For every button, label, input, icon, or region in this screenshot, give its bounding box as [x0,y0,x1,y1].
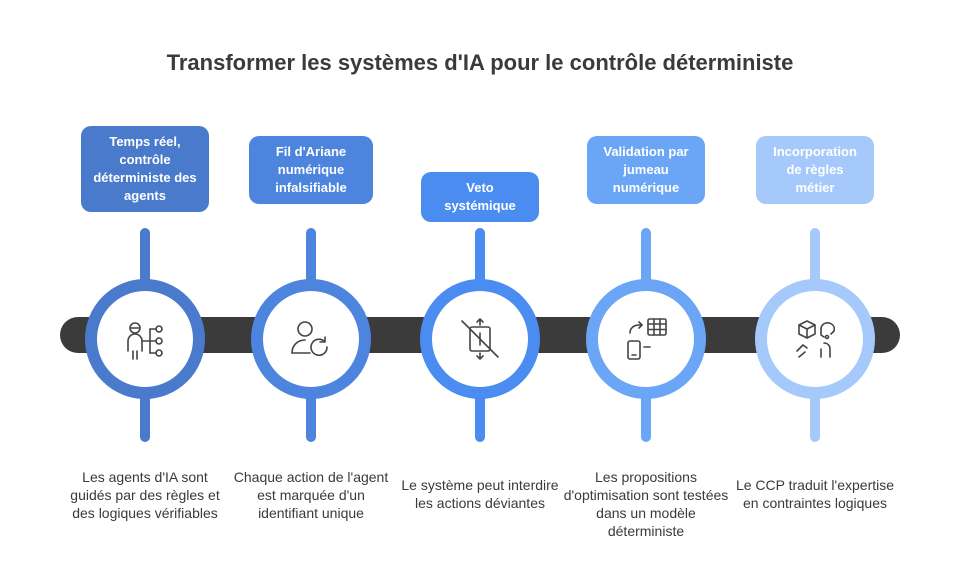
step-description: Les agents d'IA sont guidés par des règl… [70,469,220,521]
step-5: Incorporation de règles métier Le CCP tr… [730,0,900,588]
step-description: Les propositions d'optimisation sont tes… [563,469,729,539]
blocked-action-icon [461,318,499,360]
step-3: Veto systémique Le système peut interdir… [395,0,565,588]
step-ring [586,279,706,399]
connector-top [140,228,150,290]
step-1: Temps réel, contrôle déterministe des ag… [60,0,230,588]
step-description: Le CCP traduit l'expertise en contrainte… [735,477,895,511]
connector-bottom [140,380,150,442]
step-description: Le système peut interdire les actions dé… [401,477,559,511]
agent-network-icon [127,322,163,360]
connector-top [306,228,316,290]
diagram-title: Transformer les systèmes d'IA pour le co… [166,50,794,75]
user-refresh-icon [291,321,328,357]
connector-bottom [641,380,651,442]
connector-bottom [475,380,485,442]
step-2: Fil d'Ariane numérique infalsifiable Cha… [226,0,396,588]
step-ring [755,279,875,399]
connector-top [475,228,485,290]
step-label: Incorporation de règles métier [756,136,874,204]
step-label: Validation par jumeau numérique [587,136,705,204]
connector-top [810,228,820,290]
connector-top [641,228,651,290]
device-grid-sync-icon [627,318,667,360]
step-label: Veto systémique [421,172,539,222]
connector-bottom [810,380,820,442]
step-ring [251,279,371,399]
step-label: Temps réel, contrôle déterministe des ag… [81,126,209,212]
step-label: Fil d'Ariane numérique infalsifiable [249,136,373,204]
expert-logic-icon [796,320,836,358]
step-description: Chaque action de l'agent est marquée d'u… [233,469,389,521]
step-ring [85,279,205,399]
connector-bottom [306,380,316,442]
step-4: Validation par jumeau numérique Les prop… [561,0,731,588]
step-ring [420,279,540,399]
